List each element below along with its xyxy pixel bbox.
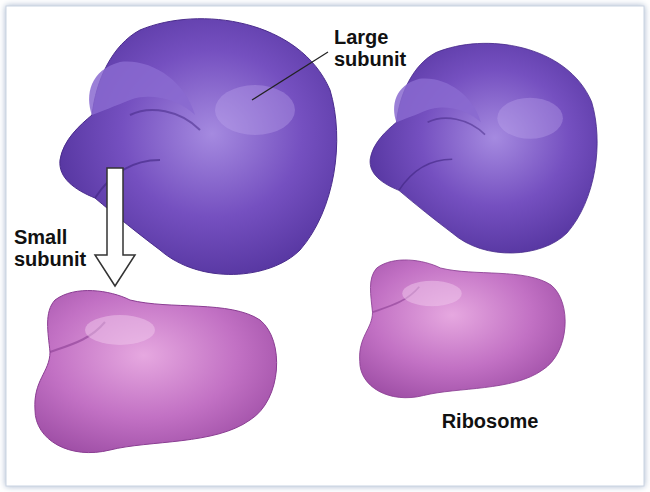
leader-line bbox=[252, 52, 328, 100]
part-label: Small subunit bbox=[14, 226, 92, 270]
frame bbox=[6, 6, 644, 486]
ribosome-small-subunit bbox=[360, 260, 566, 398]
assembly-arrow bbox=[95, 168, 135, 286]
small-subunit bbox=[35, 291, 277, 453]
ribosome-large-subunit bbox=[370, 43, 597, 253]
large-subunit bbox=[60, 19, 337, 275]
part-label: Ribosome bbox=[430, 410, 550, 432]
part-label: Large subunit bbox=[334, 26, 424, 70]
